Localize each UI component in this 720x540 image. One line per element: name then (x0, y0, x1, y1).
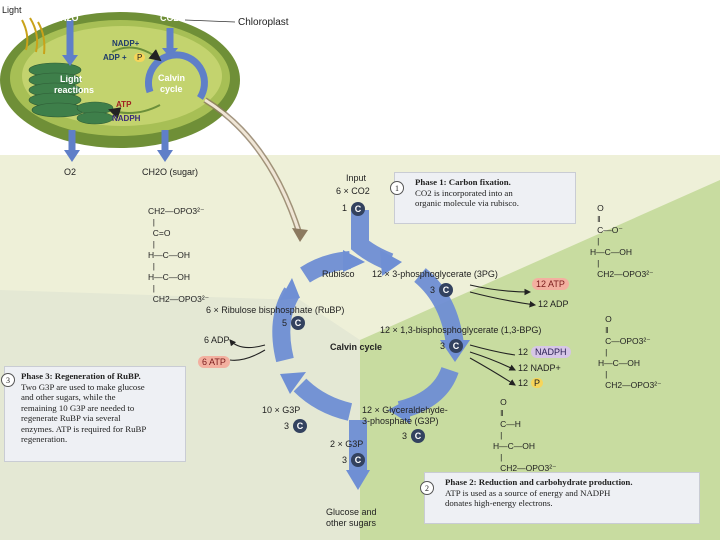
phase3-line1: Two G3P are used to make glucose (21, 381, 145, 392)
sugar-label: CH2O (sugar) (142, 167, 199, 177)
nadph-label: NADPH (112, 114, 141, 123)
nadph-12-badge: NADPH (531, 346, 571, 358)
phase1-title: Phase 1: Carbon fixation. (415, 177, 511, 187)
phase3-line4: regenerate RuBP via several (21, 413, 121, 423)
carbon-icon: C (293, 419, 307, 433)
phase3-number: 3 (1, 373, 15, 387)
glucose-label-1: Glucose and (326, 507, 377, 517)
atp-label: ATP (116, 100, 132, 109)
phase3-line3: remaining 10 G3P are needed to (21, 402, 135, 413)
phase2-title: Phase 2: Reduction and carbohydrate prod… (445, 477, 633, 487)
h2o-label: H2O (60, 13, 79, 23)
phosphate-12-badge: P (531, 378, 544, 388)
phase2-region (360, 180, 720, 540)
phase1-number: 1 (390, 181, 404, 195)
carbon-icon: C (291, 316, 305, 330)
bpg-structure: O ‖ C—OPO3²⁻ | H—C—OH | CH2—OPO3²⁻ (598, 314, 662, 390)
chloroplast-illustration (0, 12, 240, 162)
phase1-line1: CO2 is incorporated into an (415, 187, 513, 198)
nadp-label: NADP+ (112, 39, 140, 48)
g3p-10-carbon-count: 3 (284, 421, 290, 431)
light-label: Light (2, 5, 22, 15)
input-label: Input (346, 173, 367, 183)
phase1-box: 1 Phase 1: Carbon fixation. CO2 is incor… (390, 172, 576, 224)
chloroplast-label: Chloroplast (238, 17, 289, 28)
g3p-12-label-1: 12 × Glyceraldehyde- (362, 405, 448, 415)
calvin-cycle-center-label: Calvin cycle (330, 342, 383, 352)
phase1-line2: organic molecule via rubisco. (415, 198, 519, 208)
rubisco-label: Rubisco (322, 269, 355, 279)
bpg-label: 12 × 1,3-bisphosphoglycerate (1,3-BPG) (380, 325, 542, 335)
co2-input-label: 6 × CO2 (336, 186, 370, 196)
atp-6-badge: 6 ATP (198, 356, 230, 368)
3pg-label: 12 × 3-phosphoglycerate (3PG) (372, 269, 498, 279)
zoom-pointer-inner (204, 98, 302, 236)
carbon-icon: C (351, 453, 365, 467)
phase2-box: 2 Phase 2: Reduction and carbohydrate pr… (420, 472, 700, 524)
phase2-line2: donates high-energy electrons. (445, 498, 553, 508)
co2-label: CO2 (160, 13, 179, 23)
adp-6-label: 6 ADP (204, 335, 230, 345)
g3p-structure: O ‖ C—H | H—C—OH | CH2—OPO3²⁻ (493, 397, 557, 473)
phase3-line5: enzymes. ATP is required for RuBP (21, 423, 147, 434)
phase3-title: Phase 3: Regeneration of RuBP. (21, 371, 141, 381)
g3p-12-label-2: 3-phosphate (G3P) (362, 416, 439, 426)
g3p-2-label: 2 × G3P (330, 439, 364, 449)
adp-label: ADP + (103, 53, 127, 62)
adp-12-label: 12 ADP (538, 299, 569, 309)
rubp-label: 6 × Ribulose bisphosphate (RuBP) (206, 305, 345, 315)
nadp-12-label: 12 NADP+ (518, 363, 561, 373)
phase3-line6: regeneration. (21, 434, 68, 444)
3pg-structure: O ‖ C—O⁻ | H—C—OH | CH2—OPO3²⁻ (590, 203, 654, 279)
carbon-icon: C (411, 429, 425, 443)
p-12-count: 12 (518, 378, 529, 388)
calvin-cycle-label-1: Calvin (158, 73, 186, 83)
rubp-carbon-count: 5 (282, 318, 288, 328)
nadph-12-count: 12 (518, 347, 529, 357)
g3p-12-carbon-count: 3 (402, 431, 408, 441)
light-reactions-label-2: reactions (54, 85, 95, 95)
glucose-label-2: other sugars (326, 518, 377, 528)
calvin-cycle-label-2: cycle (160, 84, 183, 94)
rubp-structure: CH2—OPO3²⁻ | C=O | H—C—OH | H—C—OH | CH2… (148, 206, 210, 304)
carbon-icon: C (439, 283, 453, 297)
light-reactions-label-1: Light (60, 74, 82, 84)
3pg-carbon-count: 3 (430, 285, 436, 295)
o2-label: O2 (64, 167, 77, 177)
phase2-number: 2 (420, 481, 434, 495)
carbon-icon: C (351, 202, 365, 216)
bpg-carbon-count: 3 (440, 341, 446, 351)
g3p-2-carbon-count: 3 (342, 455, 348, 465)
g3p-10-label: 10 × G3P (262, 405, 301, 415)
phosphate-badge: P (134, 53, 146, 62)
phase3-box: 3 Phase 3: Regeneration of RuBP. Two G3P… (1, 366, 186, 462)
phase2-line1: ATP is used as a source of energy and NA… (445, 487, 611, 498)
atp-12-badge: 12 ATP (532, 278, 569, 290)
phase3-line2: and other sugars, while the (21, 392, 116, 402)
carbon-icon: C (449, 339, 463, 353)
co2-carbon-count: 1 (342, 203, 348, 213)
